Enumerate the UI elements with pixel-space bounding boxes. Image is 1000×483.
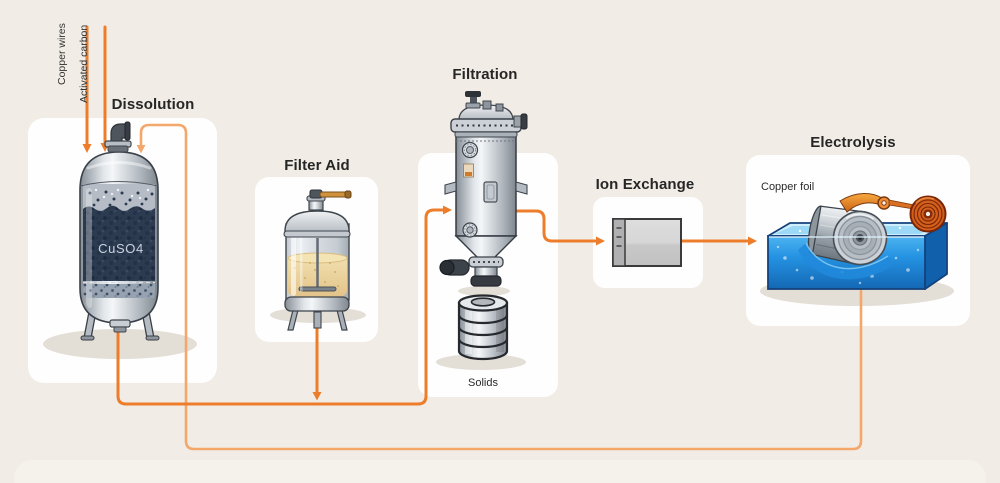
electrolysis-title: Electrolysis	[810, 134, 896, 151]
filtration-title: Filtration	[452, 66, 518, 83]
foil-coil	[909, 195, 947, 233]
solids-label: Solids	[468, 377, 498, 389]
recycle-line	[136, 123, 863, 451]
flow-lines	[82, 25, 757, 406]
filtration-column	[439, 91, 528, 287]
filter-aid-vessel	[283, 189, 352, 331]
flow-arrowhead	[748, 236, 757, 246]
foil-drum	[807, 205, 888, 266]
floor-strip	[14, 460, 986, 483]
ion-exchange-unit	[612, 218, 682, 267]
filter-aid-title: Filter Aid	[284, 157, 350, 174]
copper-foil-label: Copper foil	[761, 181, 815, 193]
flow-arrowhead	[443, 205, 452, 215]
dissolution-title: Dissolution	[111, 96, 195, 113]
solids-drums	[457, 294, 509, 361]
filtration-to-ionexchange-line	[514, 209, 598, 243]
recycle-arrowhead	[136, 145, 146, 154]
activated-carbon-label: Activated carbon	[78, 24, 90, 103]
flow-arrowhead	[596, 236, 605, 246]
feed-arrowhead	[82, 144, 92, 153]
electrolysis-bath	[767, 193, 948, 290]
copper-wires-label: Copper wires	[56, 23, 68, 85]
dissolution-tank	[79, 121, 160, 341]
flow-arrowhead	[312, 392, 322, 401]
ion-exchange-title: Ion Exchange	[595, 176, 695, 193]
cuso4-label: CuSO4	[98, 241, 144, 256]
dissolution-to-filtration-line	[116, 208, 445, 406]
